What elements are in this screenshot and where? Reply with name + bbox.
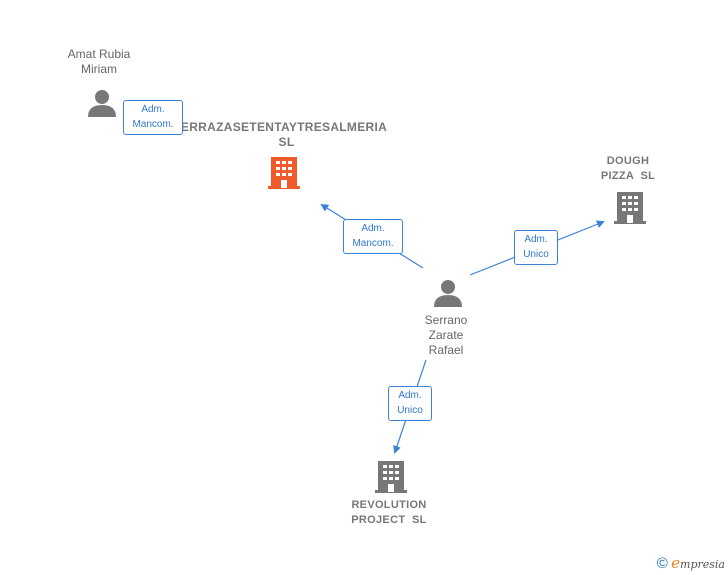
terraza-name-line2: SL — [278, 135, 295, 149]
node-label-dough[interactable]: DOUGH PIZZA SL — [588, 154, 668, 184]
serrano-name-line2: Zarate — [428, 328, 464, 342]
building-icon-revolution[interactable] — [375, 459, 407, 494]
edge-label-serrano-terraza: Adm. Mancom. — [343, 219, 403, 254]
building-icon-main[interactable] — [268, 155, 300, 190]
serrano-name-line1: Serrano — [424, 313, 468, 327]
building-icon-dough[interactable] — [614, 190, 646, 225]
copyright-symbol: © — [656, 555, 668, 572]
node-label-revolution[interactable]: REVOLUTION PROJECT SL — [339, 498, 439, 528]
serrano-name-line3: Rafael — [428, 343, 464, 357]
node-label-terraza[interactable]: ERRAZASETENTAYTRESALMERIA SL — [176, 120, 392, 150]
edge-role-line2: Mancom. — [132, 119, 174, 130]
revolution-name-line2: PROJECT SL — [351, 514, 427, 526]
terraza-name-line1: ERRAZASETENTAYTRESALMERIA — [180, 120, 388, 134]
brand-name: mpresia — [680, 558, 725, 571]
edge-label-serrano-dough: Adm. Unico — [514, 230, 558, 265]
node-label-amat[interactable]: Amat Rubia Miriam — [49, 47, 149, 77]
revolution-name-line1: REVOLUTION — [351, 499, 427, 511]
edge-role-line1: Adm. — [141, 104, 165, 115]
edge-role-line1: Adm. — [398, 390, 422, 401]
brand-initial: e — [671, 554, 681, 572]
empresia-logo: © empresia — [657, 554, 725, 572]
edge-role-line2: Unico — [397, 405, 423, 416]
edge-role-line2: Unico — [523, 249, 549, 260]
node-label-serrano[interactable]: Serrano Zarate Rafael — [396, 313, 496, 358]
edge-role-line1: Adm. — [361, 223, 385, 234]
person-icon[interactable] — [87, 88, 117, 118]
person-icon-serrano[interactable] — [433, 278, 463, 308]
edge-label-serrano-revolution: Adm. Unico — [388, 386, 432, 421]
edge-role-line1: Adm. — [524, 234, 548, 245]
amat-name-line1: Amat Rubia — [67, 47, 131, 61]
amat-name-line2: Miriam — [81, 62, 117, 76]
dough-name-line2: PIZZA SL — [600, 170, 656, 182]
edge-label-amat-terraza: Adm. Mancom. — [123, 100, 183, 135]
dough-name-line1: DOUGH — [606, 155, 650, 167]
edge-role-line2: Mancom. — [352, 238, 394, 249]
